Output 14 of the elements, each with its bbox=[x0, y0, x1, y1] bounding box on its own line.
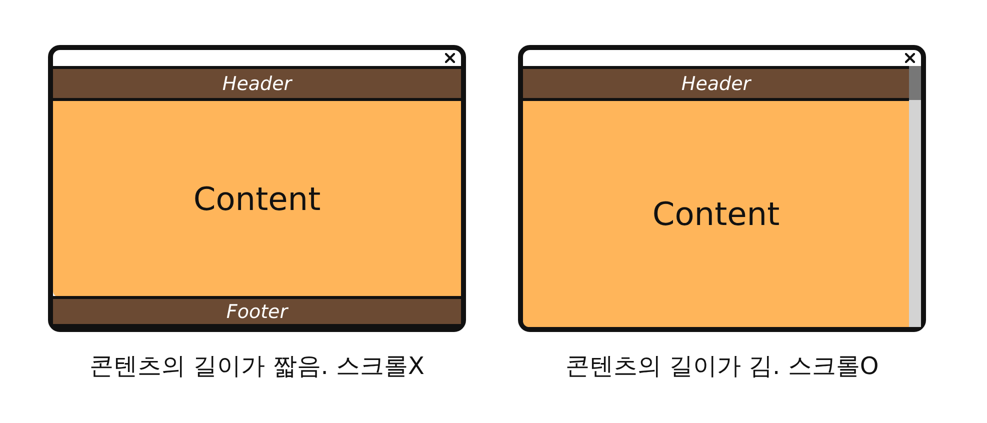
content-area bbox=[53, 101, 461, 297]
label-text: Content bbox=[193, 180, 321, 218]
label-text: Content bbox=[652, 195, 780, 233]
caption: 콘텐츠의 길이가 짧음. 스크롤X bbox=[90, 351, 424, 382]
header-bar bbox=[53, 66, 461, 101]
label-text: Header bbox=[222, 72, 292, 94]
footer-bar bbox=[53, 296, 461, 327]
label-text: Footer bbox=[226, 300, 288, 322]
content-area bbox=[523, 101, 909, 327]
caption: 콘텐츠의 길이가 김. 스크롤O bbox=[565, 351, 879, 382]
label-text: Header bbox=[681, 72, 751, 94]
window-frame bbox=[518, 45, 926, 332]
header-bar bbox=[523, 66, 909, 101]
window-frame bbox=[48, 45, 466, 332]
